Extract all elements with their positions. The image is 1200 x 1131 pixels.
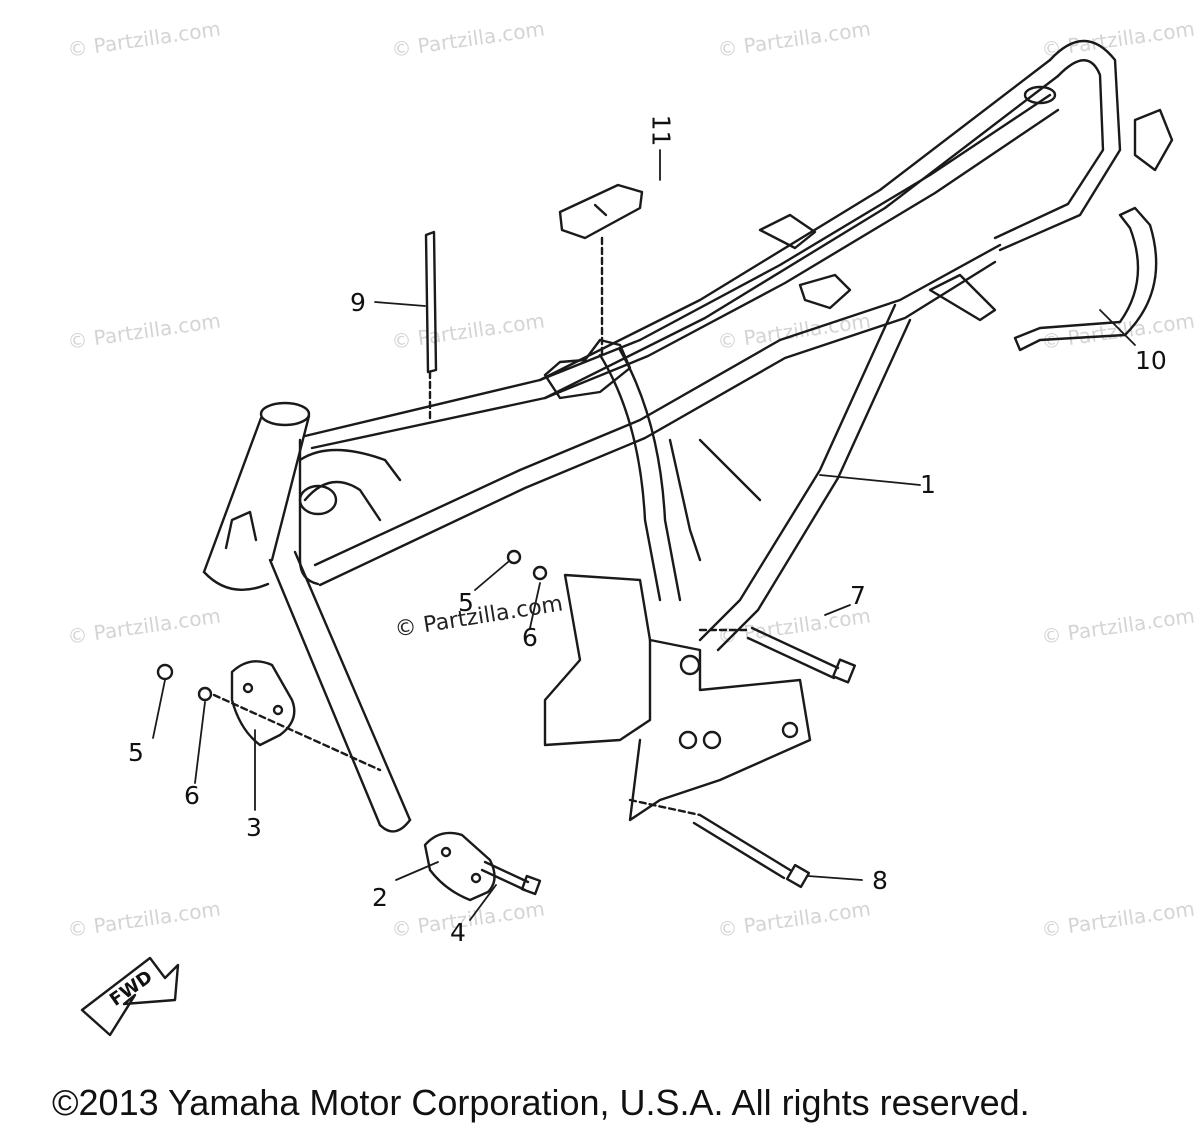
callout-8[interactable]: 8	[872, 866, 888, 895]
callout-1[interactable]: 1	[920, 470, 936, 499]
part-2-plate	[423, 831, 496, 902]
callout-9[interactable]: 9	[350, 288, 366, 317]
callout-10[interactable]: 10	[1135, 346, 1167, 375]
part-3-plate	[212, 660, 382, 772]
main-frame-tubes	[298, 39, 1122, 652]
leader-lines	[152, 149, 1136, 921]
part-11-pad	[558, 183, 644, 357]
part-4-bolt	[480, 860, 542, 896]
callout-6-upper[interactable]: 6	[522, 623, 538, 652]
callout-7[interactable]: 7	[850, 581, 866, 610]
part-8-bolt	[628, 798, 811, 889]
callout-5-upper[interactable]: 5	[458, 588, 474, 617]
callout-6-lower[interactable]: 6	[184, 781, 200, 810]
part-10-strap	[1013, 206, 1158, 352]
callout-4[interactable]: 4	[450, 918, 466, 947]
fwd-arrow	[80, 956, 180, 1037]
callout-2[interactable]: 2	[372, 883, 388, 912]
part-9-band	[424, 230, 438, 422]
engine-bracket	[543, 573, 812, 822]
seat-brackets	[543, 85, 1174, 400]
part-7-bolt	[698, 626, 856, 684]
down-tube	[268, 448, 412, 833]
copyright-notice: ©2013 Yamaha Motor Corporation, U.S.A. A…	[52, 1082, 1030, 1123]
callout-5-lower[interactable]: 5	[128, 738, 144, 767]
callout-3[interactable]: 3	[246, 813, 262, 842]
callout-11[interactable]: 11	[646, 114, 676, 147]
head-pipe	[202, 401, 311, 591]
fasteners	[156, 549, 548, 702]
